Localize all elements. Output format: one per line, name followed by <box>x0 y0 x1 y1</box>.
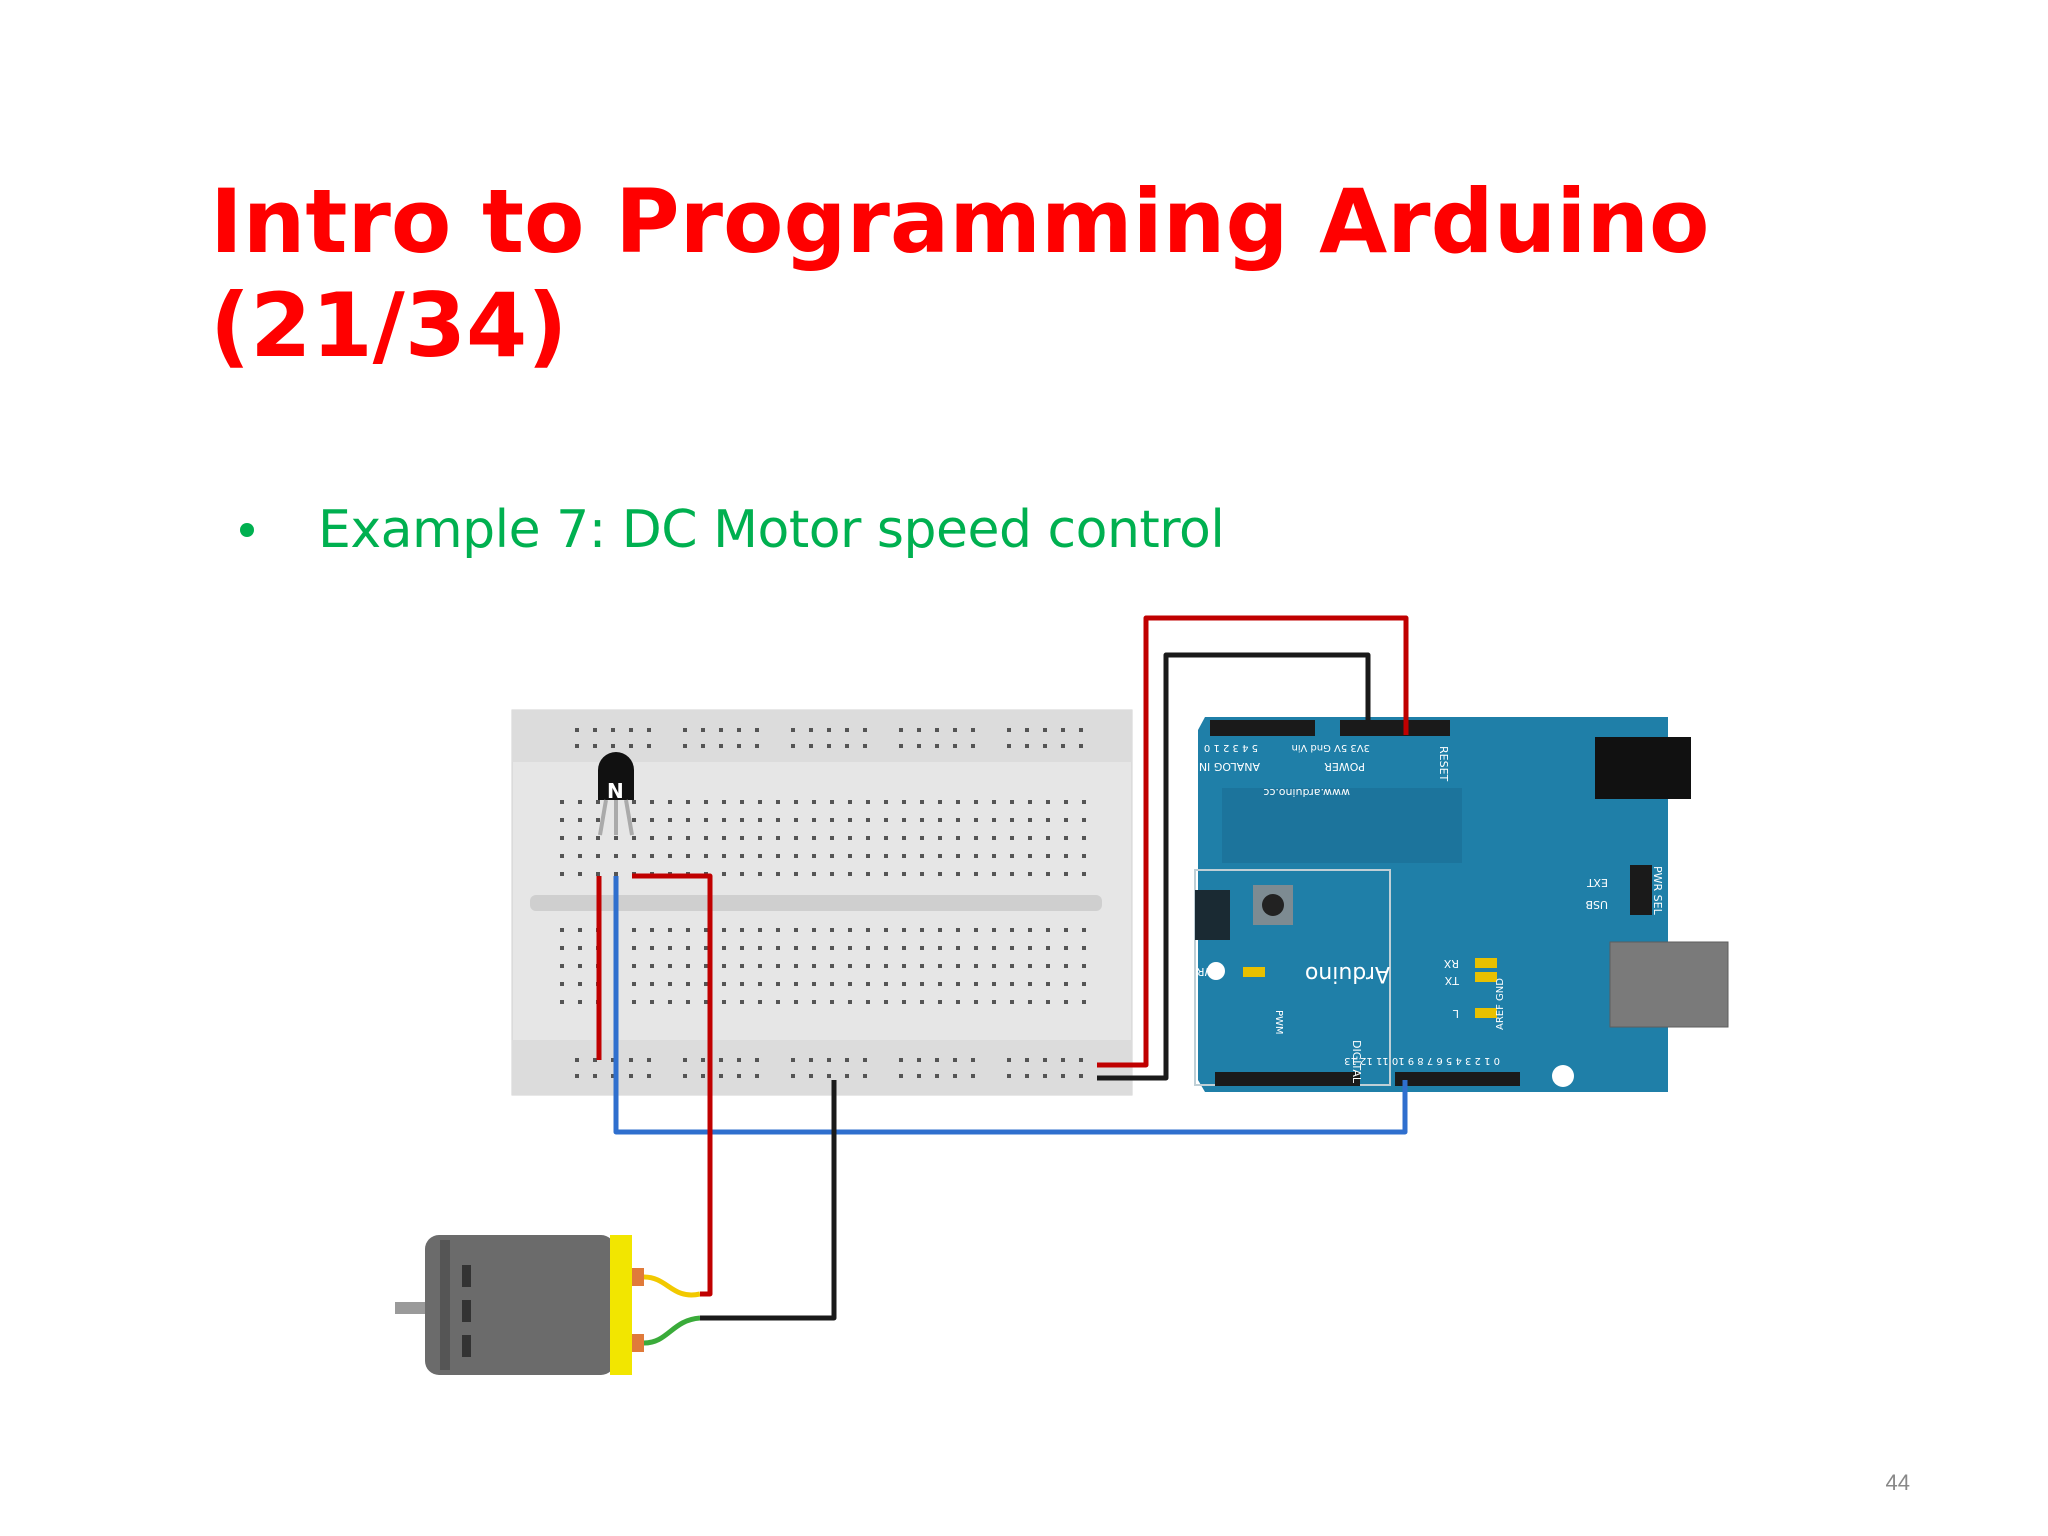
usb-label: USB <box>1585 898 1608 911</box>
pwm-label: PWM <box>1273 1010 1284 1035</box>
wire-black-gnd <box>1097 652 1371 1081</box>
slide-title: Intro to Programming Arduino (21/34) <box>210 170 1710 377</box>
wire-red-motor <box>632 873 713 1297</box>
pwr-sel-label: PWR SEL <box>1651 866 1664 916</box>
tx-label: TX <box>1444 974 1460 987</box>
wire-blue-pin9 <box>613 876 1408 1135</box>
bullet-text: Example 7: DC Motor speed control <box>318 500 1225 560</box>
analog-pins-label: 5 4 3 2 1 0 <box>1204 742 1258 753</box>
wires <box>596 615 1409 1321</box>
analog-in-label: ANALOG IN <box>1199 760 1260 773</box>
arduino-url-text: www.arduino.cc <box>1263 786 1350 799</box>
bullet-item: Example 7: DC Motor speed control <box>240 500 1225 560</box>
power-label: POWER <box>1324 760 1365 773</box>
page-number: 44 <box>1885 1470 1910 1495</box>
pwr-led-label: PWR <box>1196 965 1222 978</box>
arduino-labels: Arduino www.arduino.cc ANALOG IN POWER 3… <box>1196 742 1664 1084</box>
wire-black-motor <box>700 1080 837 1321</box>
l-led-label: L <box>1452 1007 1459 1020</box>
arduino-logo-text: Arduino <box>1305 961 1390 986</box>
breadboard-holes <box>560 728 1086 1078</box>
aref-gnd-label: AREF GND <box>1495 978 1506 1030</box>
transistor-label: N <box>607 779 624 803</box>
rx-label: RX <box>1443 957 1459 970</box>
arduino-board <box>1194 717 1729 1092</box>
bullet-dot-icon <box>240 523 254 537</box>
dc-motor <box>395 1235 701 1375</box>
power-pins-label: 3V3 5V Gnd Vin <box>1292 742 1370 753</box>
transistor: N <box>598 752 634 836</box>
digital-pins-label: 0 1 2 3 4 5 6 7 8 9 10 11 12 13 <box>1344 1055 1500 1066</box>
wire-red-5v <box>1097 615 1409 1068</box>
ext-label: EXT <box>1587 876 1608 889</box>
digital-label: DIGITAL <box>1350 1040 1363 1084</box>
reset-label: RESET <box>1437 746 1450 782</box>
